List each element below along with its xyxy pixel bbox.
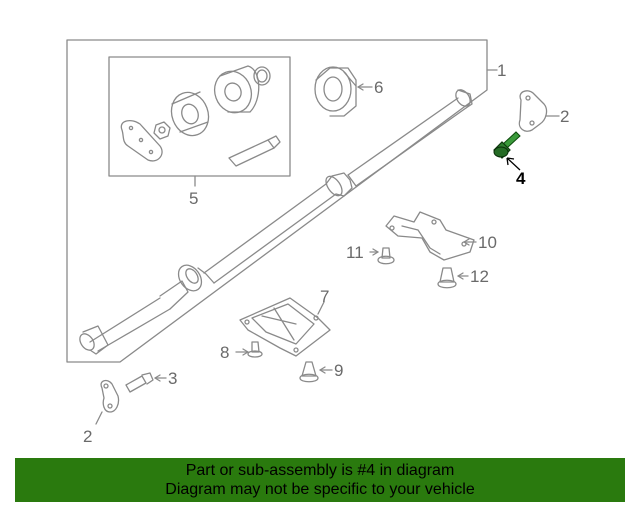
- callout-4[interactable]: 4: [516, 169, 526, 188]
- part-2-bracket-top: [518, 90, 548, 132]
- callout-8: 8: [220, 343, 229, 362]
- part-12-clip: [437, 267, 457, 289]
- part-11-bolt: [377, 247, 395, 265]
- callout-1: 1: [497, 61, 506, 80]
- notice-banner: Part or sub-assembly is #4 in diagram Di…: [15, 458, 625, 502]
- callout-10: 10: [478, 233, 497, 252]
- callout-2-top: 2: [560, 107, 569, 126]
- callout-12: 12: [470, 267, 489, 286]
- subassembly-box-5: [108, 56, 291, 177]
- part-8-clip: [247, 341, 263, 358]
- notice-banner-bg: [15, 458, 625, 502]
- part-9-clip: [299, 361, 319, 383]
- leader-2-bottom: [95, 411, 103, 425]
- assembly-outline: [66, 39, 488, 363]
- part-2-bracket-bottom: [100, 379, 120, 413]
- callout-9: 9: [334, 361, 343, 380]
- part-4-bolt[interactable]: [493, 131, 521, 159]
- part-10-bracket: [385, 211, 475, 261]
- callout-5: 5: [189, 189, 198, 208]
- notice-line-1: Part or sub-assembly is #4 in diagram: [185, 462, 455, 479]
- callout-6: 6: [374, 78, 383, 97]
- part-6-ring: [314, 66, 357, 117]
- callout-11: 11: [346, 243, 364, 262]
- joint-kit-parts: [120, 65, 281, 167]
- part-7-heat-shield: [239, 297, 331, 357]
- callout-7: 7: [320, 287, 329, 306]
- propeller-shaft: [79, 89, 473, 355]
- leader-4: [506, 157, 521, 171]
- notice-line-2: Diagram may not be specific to your vehi…: [165, 481, 475, 498]
- callout-3: 3: [168, 369, 177, 388]
- callout-2-bottom: 2: [83, 427, 92, 446]
- part-3-bolt: [125, 372, 154, 393]
- leader-7: [317, 301, 325, 315]
